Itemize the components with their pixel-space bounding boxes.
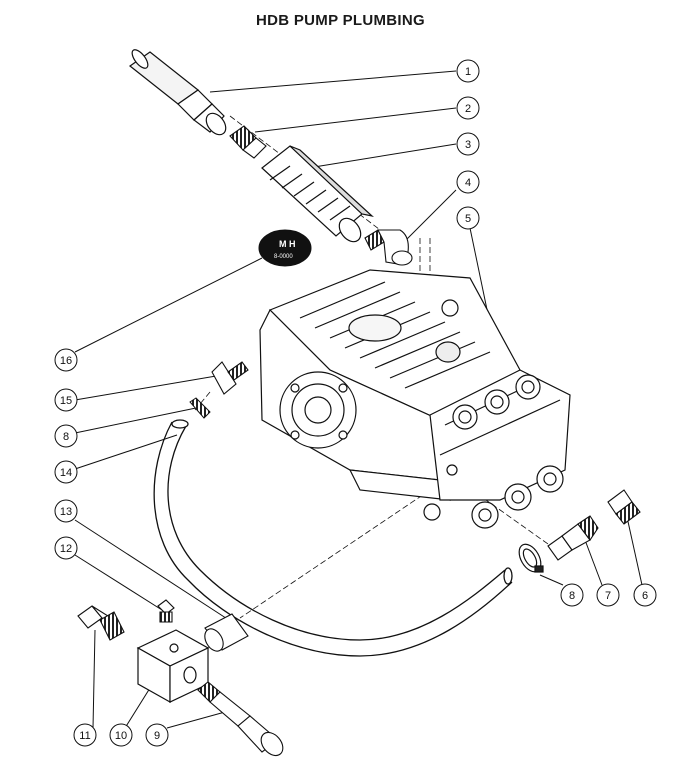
callout-6: 6	[633, 583, 657, 607]
nipple-part-2	[229, 125, 267, 159]
plug-part-8	[189, 397, 211, 419]
callout-12-label: 12	[60, 543, 72, 555]
callout-5-label: 5	[465, 213, 471, 225]
callout-14-label: 14	[60, 467, 72, 479]
callout-11: 11	[73, 723, 97, 747]
callout-9-label: 9	[154, 730, 160, 742]
hose-barb-part-7	[547, 515, 599, 561]
callout-13: 13	[54, 499, 78, 523]
callout-11-label: 11	[79, 730, 90, 742]
callout-16-label: 16	[60, 355, 72, 367]
callout-2: 2	[456, 96, 480, 120]
callouts: 1 2 3 4 5 6 7 8	[54, 59, 657, 747]
callout-7-label: 7	[605, 590, 611, 602]
hose-clamp-part-8	[518, 543, 544, 573]
callout-1-label: 1	[465, 66, 471, 78]
callout-3-label: 3	[465, 139, 471, 151]
callout-9: 9	[145, 723, 169, 747]
callout-8-left: 8	[54, 424, 78, 448]
swivel-coupler-part-9	[197, 681, 284, 757]
unloader-part-3	[261, 145, 374, 243]
nameplate-letter-m: M	[279, 239, 287, 249]
elbow-part-4	[364, 229, 413, 266]
plug-part-12	[157, 599, 175, 623]
nameplate-number: 8-0000	[274, 254, 293, 260]
pump-body-part-5	[259, 269, 571, 529]
hose-part-14	[153, 419, 513, 657]
callout-8-right: 8	[560, 583, 584, 607]
bushing-part-13	[204, 613, 249, 652]
callout-4: 4	[456, 170, 480, 194]
hose-barb-part-11	[77, 605, 125, 641]
tee-block-part-10	[136, 629, 210, 704]
nameplate-part-16: M H 8-0000	[258, 229, 312, 267]
callout-15-label: 15	[60, 395, 72, 407]
nameplate-letter-h: H	[289, 239, 296, 249]
callout-14: 14	[54, 460, 78, 484]
callout-3: 3	[456, 132, 480, 156]
callout-4-label: 4	[465, 177, 471, 189]
callout-16: 16	[54, 348, 78, 372]
callout-5: 5	[456, 206, 480, 230]
page-title: HDB PUMP PLUMBING	[256, 12, 425, 29]
callout-12: 12	[54, 536, 78, 560]
callout-10: 10	[109, 723, 133, 747]
callout-8-right-label: 8	[569, 590, 575, 602]
callout-6-label: 6	[642, 590, 648, 602]
elbow-fitting-part-15	[211, 361, 249, 395]
callout-7: 7	[596, 583, 620, 607]
callout-8-left-label: 8	[63, 431, 69, 443]
callout-1: 1	[456, 59, 480, 83]
callout-10-label: 10	[115, 730, 127, 742]
callout-15: 15	[54, 388, 78, 412]
callout-13-label: 13	[60, 506, 72, 518]
nipple-part-6	[607, 489, 641, 525]
hose-fitting-part-1	[128, 49, 227, 136]
callout-2-label: 2	[465, 103, 471, 115]
